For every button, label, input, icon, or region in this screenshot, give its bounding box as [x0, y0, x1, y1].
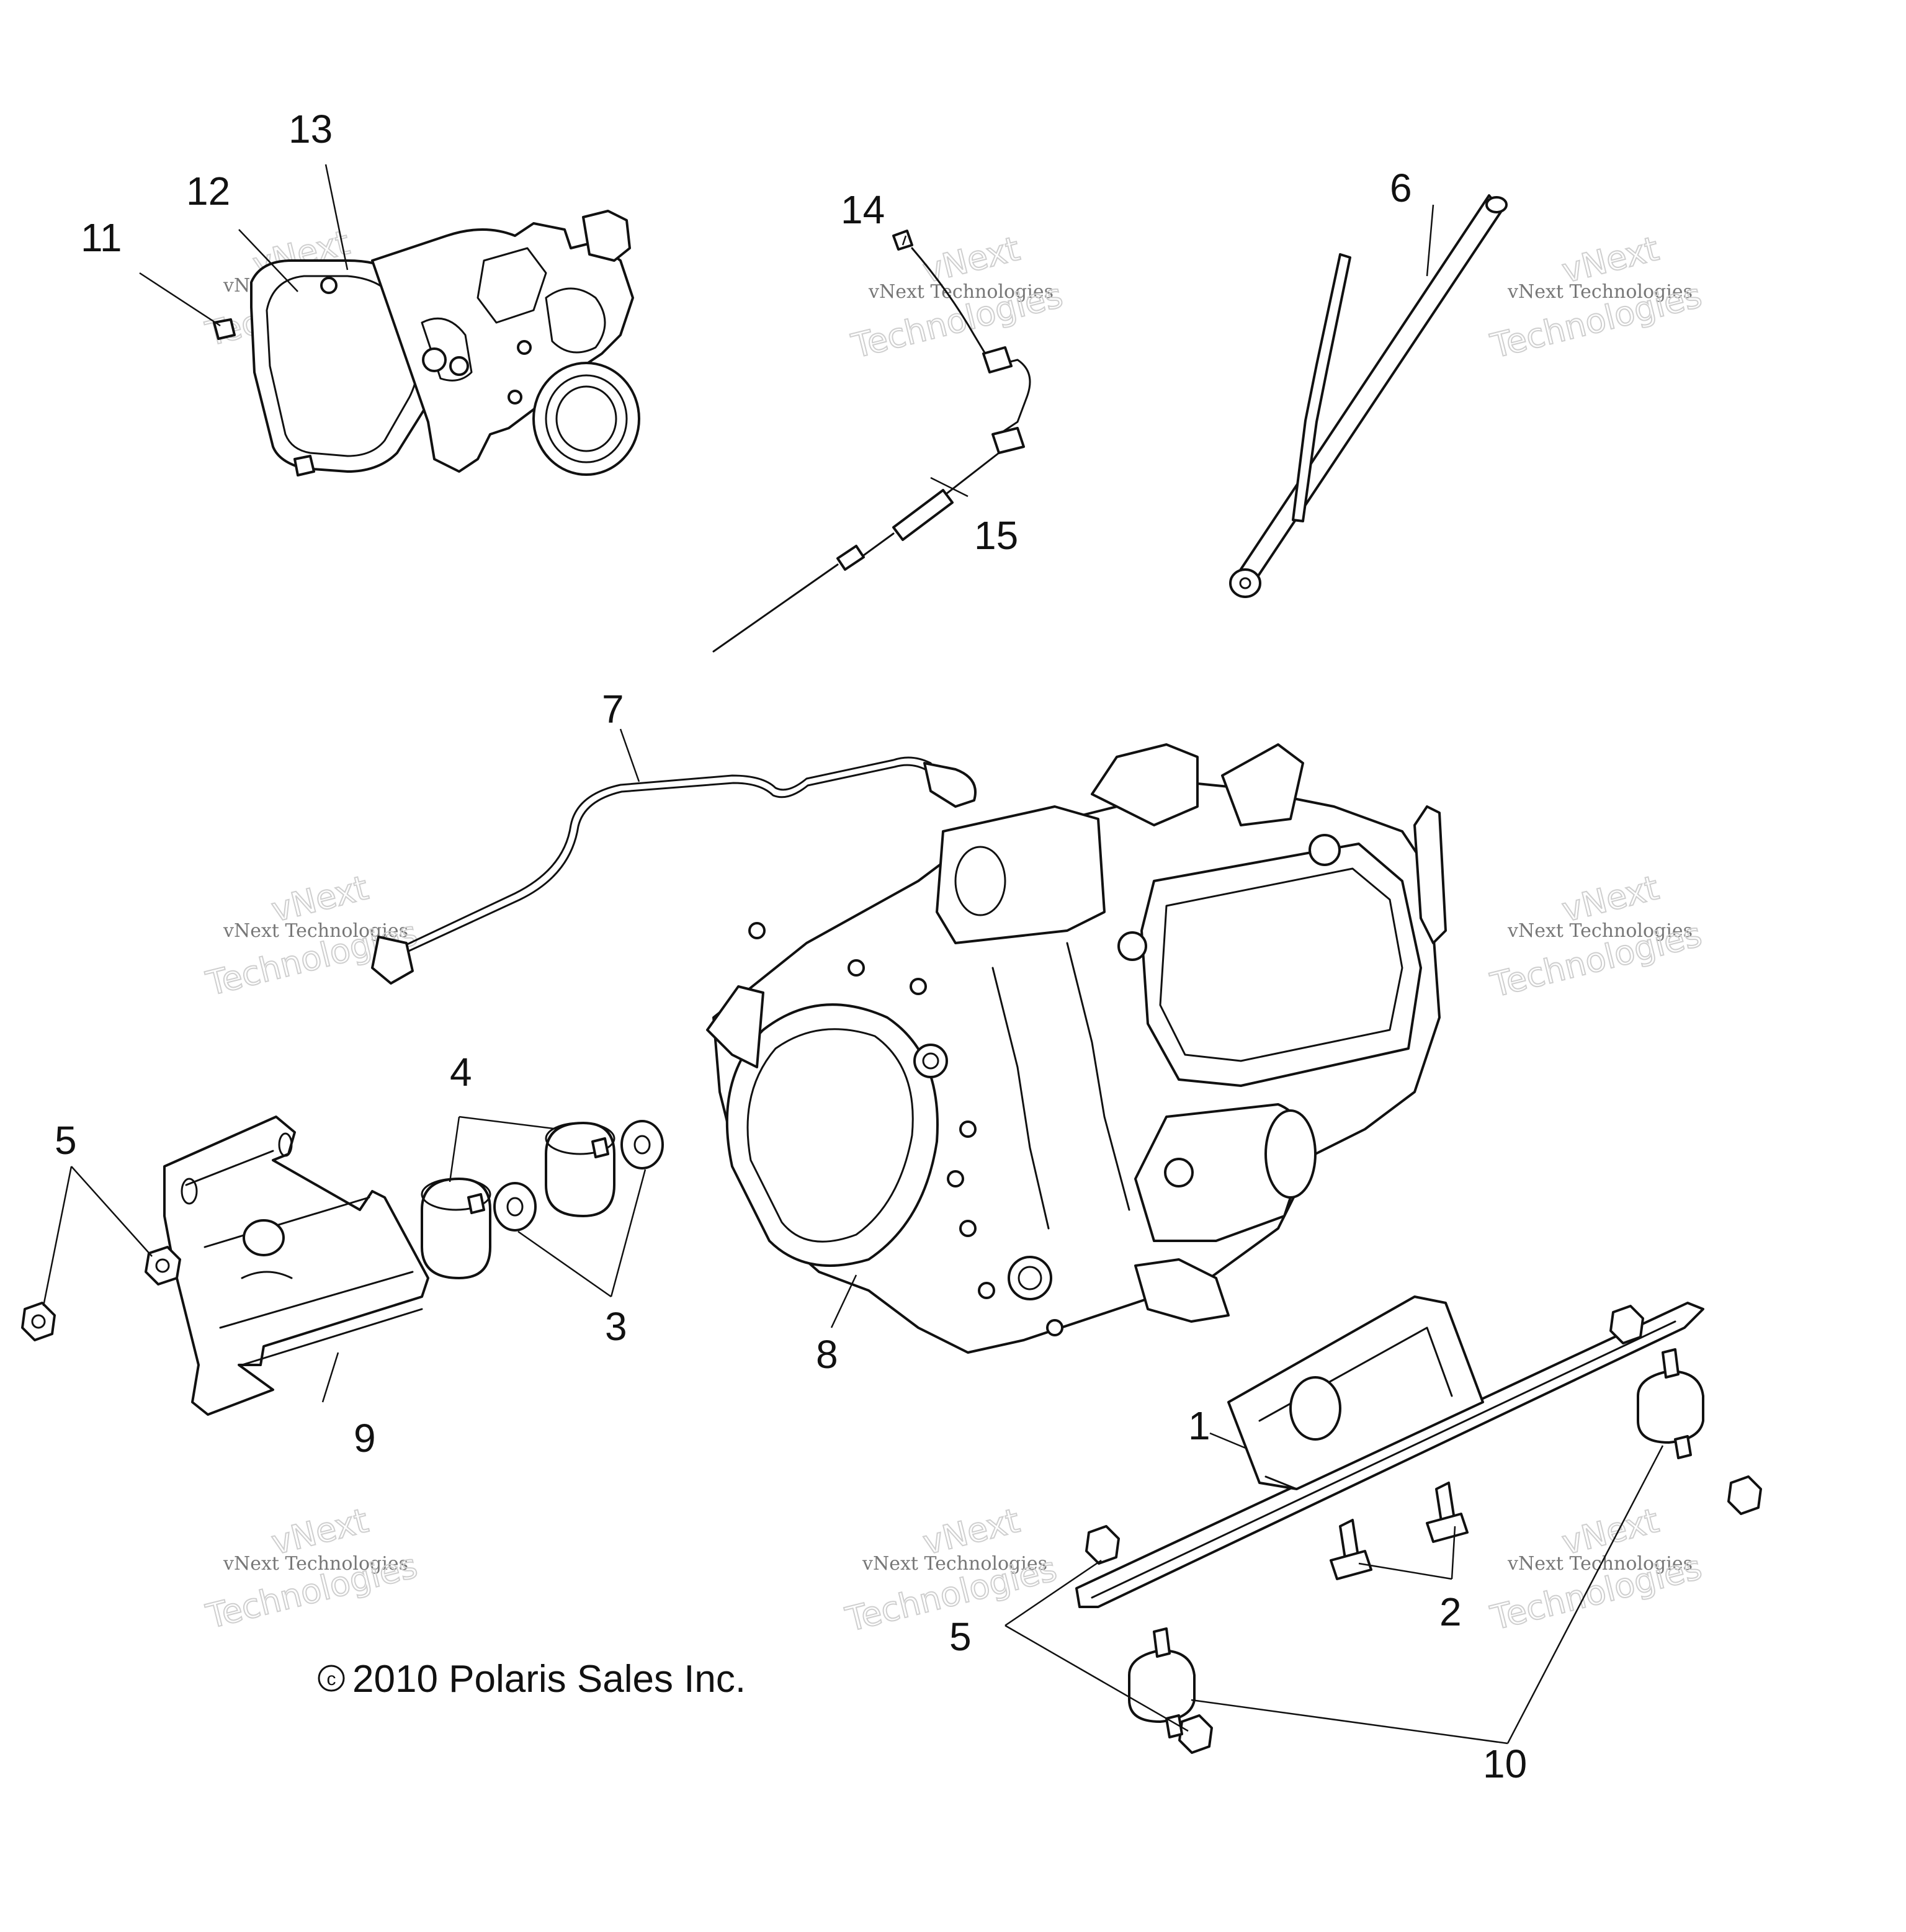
- nut-left-lower: [21, 1302, 56, 1341]
- callout-9: 9: [354, 1416, 376, 1460]
- rubber-mount-lower: [421, 1178, 491, 1279]
- nut-right-upper: [1609, 1305, 1644, 1344]
- engine-mount-plate: [1075, 1295, 1704, 1608]
- rubber-mount-10-right: [1637, 1348, 1704, 1459]
- nut-plate-left: [1085, 1525, 1120, 1565]
- callout-6: 6: [1390, 166, 1412, 210]
- copyright-symbol: c: [327, 1669, 336, 1689]
- callout-12: 12: [186, 169, 230, 213]
- callout-5-right: 5: [949, 1614, 972, 1659]
- rubber-mount-upper: [545, 1122, 615, 1217]
- rubber-mount-10-left: [1128, 1627, 1196, 1738]
- callout-15: 15: [974, 513, 1018, 558]
- bolt-upper: [1426, 1482, 1469, 1543]
- engine-mount-bracket: [163, 1116, 429, 1416]
- throttle-screw-lower: [293, 455, 315, 476]
- throttle-screw-11: [213, 318, 236, 340]
- washer-lower: [493, 1182, 537, 1232]
- callout-13: 13: [289, 107, 333, 151]
- callout-2: 2: [1439, 1590, 1462, 1634]
- watermark-text: vNext Technologies: [862, 1553, 1047, 1575]
- watermark-text: vNext Technologies: [1507, 281, 1693, 303]
- watermark-text: vNext Technologies: [1507, 920, 1693, 942]
- callout-10: 10: [1483, 1742, 1527, 1786]
- watermark-text: vNext Technologies: [868, 281, 1054, 303]
- copyright-circle: [318, 1665, 345, 1692]
- throttle-cable-assembly: [712, 230, 1031, 653]
- callout-5-left: 5: [55, 1118, 77, 1163]
- nut-bottom: [1178, 1714, 1213, 1754]
- bolt-lower: [1330, 1519, 1372, 1580]
- washer-upper: [620, 1120, 664, 1169]
- callout-14: 14: [841, 187, 885, 232]
- callout-4: 4: [450, 1050, 472, 1094]
- dipstick-tube: [1229, 194, 1508, 598]
- copyright-text: 2010 Polaris Sales Inc.: [352, 1658, 746, 1701]
- callout-labels: 1 2 3 4 5 5 6 7 8 9 10 11 12 13 14 15: [55, 107, 1527, 1786]
- nut-left-upper: [145, 1246, 181, 1286]
- watermark-text: vNext Technologies: [1507, 1553, 1693, 1575]
- callout-3: 3: [605, 1304, 627, 1349]
- callout-8: 8: [816, 1332, 838, 1377]
- leader-lines: [42, 164, 1664, 1745]
- spark-plug-wire: [371, 756, 977, 985]
- engine-assembly: [706, 743, 1447, 1354]
- copyright-notice: c 2010 Polaris Sales Inc.: [318, 1658, 746, 1701]
- callout-1: 1: [1188, 1403, 1210, 1448]
- callout-7: 7: [602, 687, 624, 731]
- nut-right-far: [1727, 1475, 1762, 1515]
- watermark-text: vNext Technologies: [223, 1553, 408, 1575]
- callout-11: 11: [81, 215, 122, 260]
